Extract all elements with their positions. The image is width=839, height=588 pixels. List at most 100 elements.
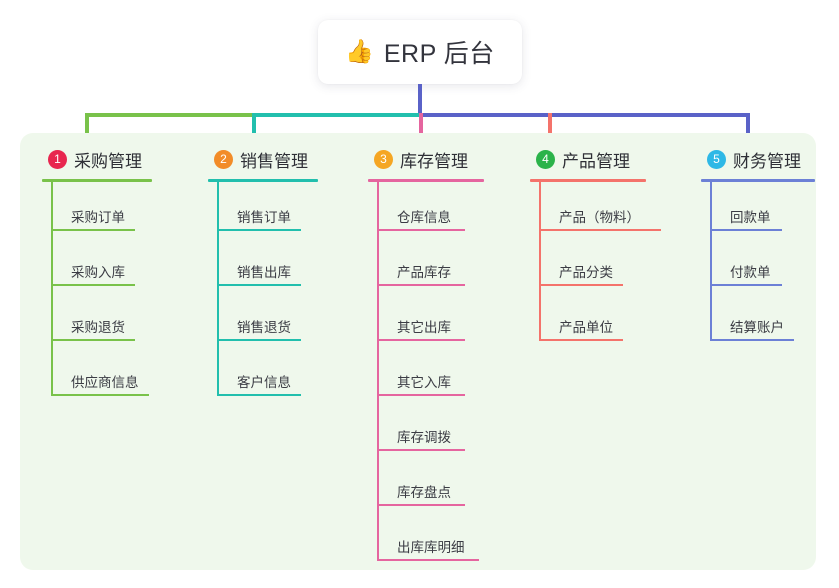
thumbs-up-icon: 👍 bbox=[345, 37, 374, 64]
list-item[interactable]: 库存调拨 bbox=[377, 402, 484, 457]
list-item[interactable]: 仓库信息 bbox=[377, 182, 484, 237]
list-item-underline bbox=[51, 284, 135, 286]
column-trunk-5 bbox=[710, 182, 712, 341]
list-item[interactable]: 付款单 bbox=[710, 237, 815, 292]
list-item[interactable]: 客户信息 bbox=[217, 347, 318, 402]
list-item[interactable]: 采购退货 bbox=[51, 292, 152, 347]
list-item-underline bbox=[217, 229, 301, 231]
list-item-label: 采购退货 bbox=[71, 320, 125, 335]
column-items-2: 销售订单销售出库销售退货客户信息 bbox=[217, 182, 318, 402]
list-item[interactable]: 采购入库 bbox=[51, 237, 152, 292]
list-item-label: 其它入库 bbox=[397, 375, 451, 390]
column-trunk-4 bbox=[539, 182, 541, 341]
list-item-label: 库存调拨 bbox=[397, 430, 451, 445]
list-item[interactable]: 结算账户 bbox=[710, 292, 815, 347]
list-item[interactable]: 采购订单 bbox=[51, 182, 152, 237]
connector-stub-teal bbox=[252, 113, 256, 135]
list-item-underline bbox=[377, 559, 479, 561]
connector-segment-green bbox=[85, 113, 253, 117]
list-item-underline bbox=[539, 284, 623, 286]
list-item[interactable]: 其它出库 bbox=[377, 292, 484, 347]
column-badge-4: 4 bbox=[536, 149, 555, 169]
list-item-label: 库存盘点 bbox=[397, 485, 451, 500]
list-item-label: 产品（物料） bbox=[559, 210, 640, 225]
list-item-label: 出库库明细 bbox=[397, 540, 465, 555]
column-title-1: 采购管理 bbox=[74, 151, 142, 171]
list-item-label: 销售订单 bbox=[237, 210, 291, 225]
list-item[interactable]: 产品分类 bbox=[539, 237, 646, 292]
connector-segment-teal bbox=[252, 113, 420, 117]
list-item-underline bbox=[377, 504, 465, 506]
list-item[interactable]: 产品单位 bbox=[539, 292, 646, 347]
column-header-3[interactable]: 3 库存管理 bbox=[368, 146, 484, 172]
list-item-underline bbox=[377, 229, 465, 231]
title-card[interactable]: 👍 ERP 后台 bbox=[318, 20, 522, 84]
column-title-3: 库存管理 bbox=[400, 151, 468, 171]
list-item-label: 销售出库 bbox=[237, 265, 291, 280]
list-item-underline bbox=[51, 339, 135, 341]
connector-stub-green bbox=[85, 113, 89, 135]
list-item-underline bbox=[217, 339, 301, 341]
list-item[interactable]: 其它入库 bbox=[377, 347, 484, 402]
list-item-underline bbox=[710, 229, 782, 231]
connector-segment-blue bbox=[419, 113, 750, 117]
list-item-underline bbox=[377, 339, 465, 341]
list-item-label: 产品库存 bbox=[397, 265, 451, 280]
list-item-label: 产品单位 bbox=[559, 320, 613, 335]
column-underline-2 bbox=[208, 179, 318, 182]
list-item[interactable]: 产品库存 bbox=[377, 237, 484, 292]
connector-stub-pink bbox=[419, 113, 423, 135]
list-item-label: 其它出库 bbox=[397, 320, 451, 335]
column-badge-1: 1 bbox=[48, 149, 67, 169]
list-item-label: 结算账户 bbox=[730, 320, 784, 335]
list-item[interactable]: 销售订单 bbox=[217, 182, 318, 237]
list-item[interactable]: 回款单 bbox=[710, 182, 815, 237]
column-items-5: 回款单付款单结算账户 bbox=[710, 182, 815, 347]
list-item-label: 产品分类 bbox=[559, 265, 613, 280]
column-title-5: 财务管理 bbox=[733, 151, 801, 171]
column-underline-1 bbox=[42, 179, 152, 182]
list-item-underline bbox=[51, 229, 135, 231]
column-trunk-2 bbox=[217, 182, 219, 396]
page-title: ERP 后台 bbox=[383, 40, 495, 68]
column-badge-3: 3 bbox=[374, 149, 393, 169]
list-item-label: 回款单 bbox=[730, 210, 771, 225]
list-item[interactable]: 出库库明细 bbox=[377, 512, 484, 567]
list-item[interactable]: 供应商信息 bbox=[51, 347, 152, 402]
list-item-underline bbox=[377, 449, 465, 451]
column-header-1[interactable]: 1 采购管理 bbox=[42, 146, 152, 172]
column-underline-5 bbox=[701, 179, 815, 182]
list-item[interactable]: 销售出库 bbox=[217, 237, 318, 292]
list-item-underline bbox=[377, 284, 465, 286]
list-item-underline bbox=[539, 339, 623, 341]
list-item[interactable]: 产品（物料） bbox=[539, 182, 661, 237]
column-badge-2: 2 bbox=[214, 149, 233, 169]
list-item-underline bbox=[539, 229, 661, 231]
list-item-underline bbox=[51, 394, 149, 396]
column-underline-4 bbox=[530, 179, 646, 182]
list-item-label: 付款单 bbox=[730, 265, 771, 280]
list-item-label: 客户信息 bbox=[237, 375, 291, 390]
column-trunk-3 bbox=[377, 182, 379, 561]
connector-stub-red bbox=[548, 113, 552, 135]
list-item[interactable]: 库存盘点 bbox=[377, 457, 484, 512]
column-3: 3 库存管理仓库信息产品库存其它出库其它入库库存调拨库存盘点出库库明细 bbox=[368, 146, 484, 567]
column-trunk-1 bbox=[51, 182, 53, 396]
list-item-label: 采购入库 bbox=[71, 265, 125, 280]
connector-title-stem bbox=[418, 84, 422, 117]
list-item-underline bbox=[377, 394, 465, 396]
list-item-underline bbox=[710, 284, 782, 286]
list-item-label: 销售退货 bbox=[237, 320, 291, 335]
column-items-3: 仓库信息产品库存其它出库其它入库库存调拨库存盘点出库库明细 bbox=[377, 182, 484, 567]
list-item-label: 供应商信息 bbox=[71, 375, 139, 390]
list-item-underline bbox=[217, 394, 301, 396]
list-item[interactable]: 销售退货 bbox=[217, 292, 318, 347]
